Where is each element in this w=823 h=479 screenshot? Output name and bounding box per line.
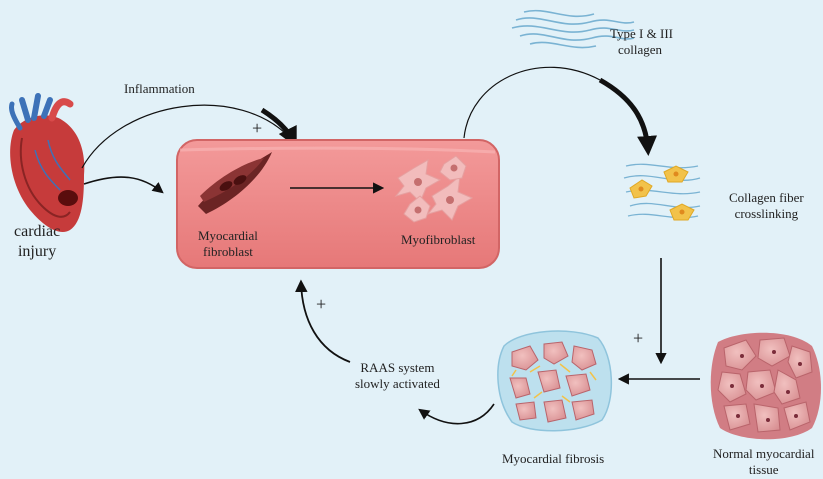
- collagen-label: Type I & III collagen: [610, 26, 673, 58]
- plus-sign-right: +: [633, 328, 644, 348]
- cardiac-injury-line-2: injury: [17, 243, 57, 260]
- plus-sign-left: +: [316, 294, 327, 314]
- heart-icon: [9, 93, 85, 232]
- myofibroblast-label: Myofibroblast: [401, 232, 476, 247]
- myocardial-fibroblast-line-2: fibroblast: [203, 244, 253, 259]
- collagen-fibers-icon: [511, 9, 635, 49]
- fibroblast-cell-icon: [198, 152, 272, 214]
- myofibroblast-cells-icon: [394, 155, 474, 223]
- raas-line-1: RAAS system: [360, 360, 435, 375]
- myocardial-fibroblast-label: Myocardial fibroblast: [198, 228, 258, 260]
- myofibroblast-to-collagen-arrow: [463, 66, 601, 139]
- fibrosis-label: Myocardial fibrosis: [502, 451, 605, 466]
- crosslinking-line-1: Collagen fiber: [729, 190, 804, 205]
- crosslinking-line-2: crosslinking: [734, 206, 799, 221]
- raas-line-2: slowly activated: [355, 376, 440, 391]
- normal-tissue-icon: [710, 332, 821, 440]
- collagen-line-2: collagen: [618, 42, 663, 57]
- raas-label: RAAS system slowly activated: [355, 360, 440, 392]
- myocardial-fibroblast-line-1: Myocardial: [198, 228, 258, 243]
- cardiac-injury-label: cardiac injury: [14, 222, 60, 262]
- cardiac-injury-line-1: cardiac: [14, 223, 61, 240]
- injury-to-fibroblast-arrow: [83, 176, 164, 194]
- inflammation-arrow: [81, 104, 293, 169]
- fibrosis-to-raas-arrow: [418, 403, 495, 425]
- normal-tissue-line-1: Normal myocardial: [713, 446, 815, 461]
- crosslinking-label: Collagen fiber crosslinking: [729, 190, 804, 222]
- collagen-line-1: Type I & III: [610, 26, 673, 41]
- normal-tissue-label: Normal myocardial tissue: [713, 446, 814, 478]
- plus-sign-top: +: [252, 118, 263, 138]
- inflammation-label: Inflammation: [124, 81, 195, 96]
- crosslinking-icon: [623, 163, 701, 221]
- raas-to-fibroblast-arrow: [294, 279, 351, 363]
- normal-tissue-line-2: tissue: [748, 462, 779, 477]
- fibrosis-tissue-icon: [497, 330, 612, 432]
